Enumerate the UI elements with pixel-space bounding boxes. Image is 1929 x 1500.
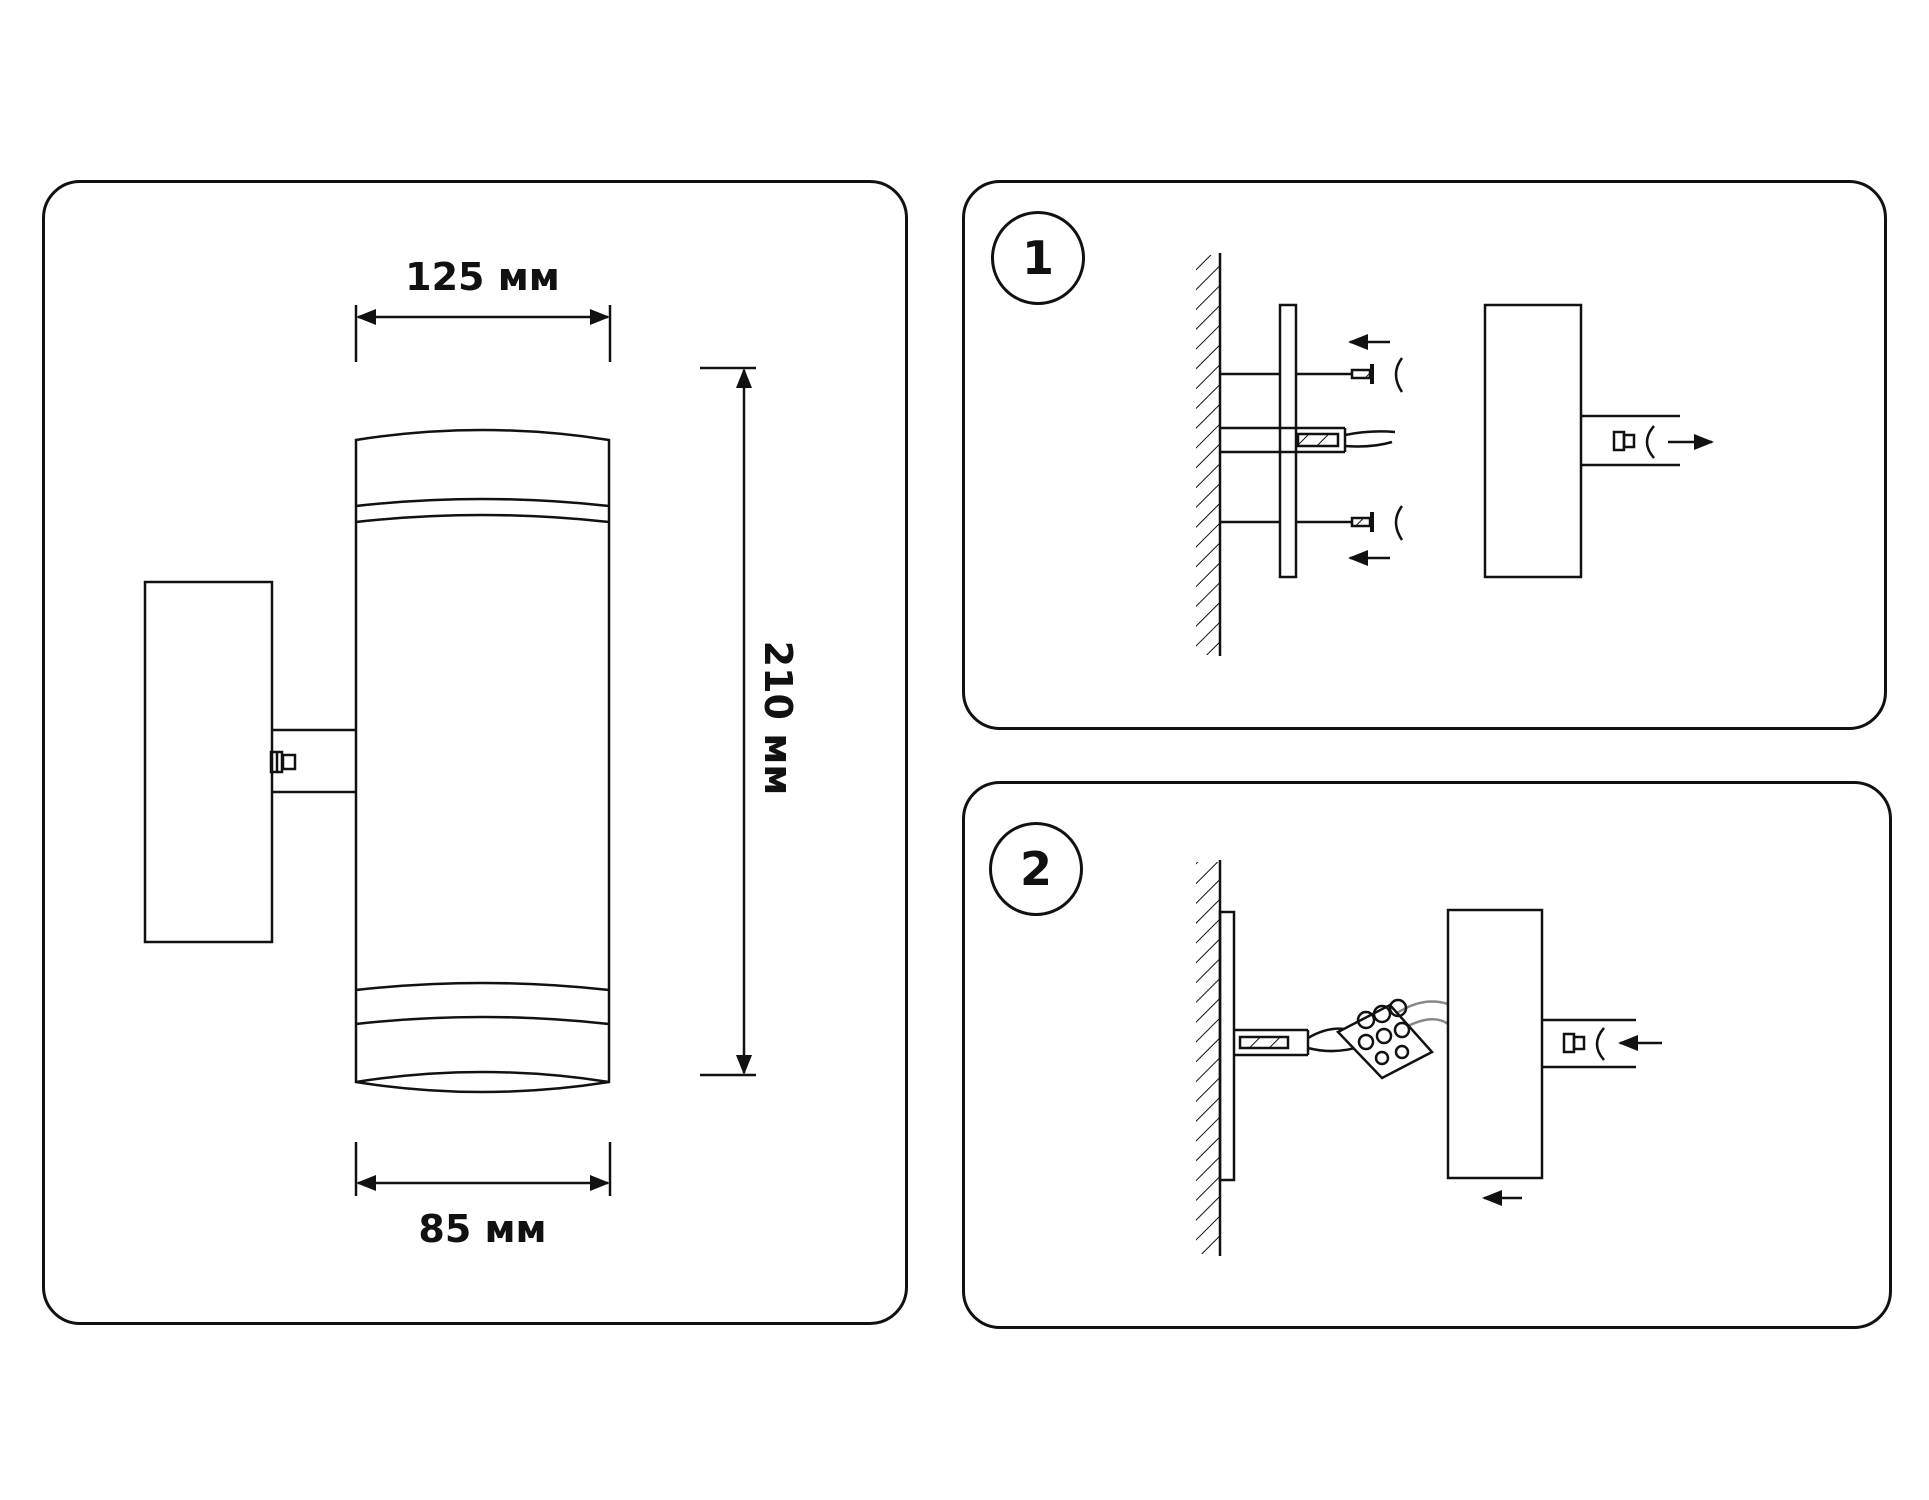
rotate-icon xyxy=(1394,505,1404,541)
rotate-icon xyxy=(1595,1027,1605,1061)
mounting-plate xyxy=(1218,910,1236,1182)
wall-hatching xyxy=(1196,862,1220,1254)
width-top-label: 125 мм xyxy=(405,255,560,299)
step-2-badge: 2 xyxy=(989,822,1083,916)
cylinder-body xyxy=(354,428,611,1094)
nut-icon xyxy=(1612,430,1626,452)
rotate-icon xyxy=(1645,425,1655,459)
step-1-badge: 1 xyxy=(991,211,1085,305)
wall-plate xyxy=(143,580,274,944)
lamp-body xyxy=(1446,908,1544,1180)
step-1-drawing xyxy=(1196,253,1714,656)
dimension-lines xyxy=(354,305,756,1196)
wall-hatching xyxy=(1196,255,1220,655)
dimensions-panel xyxy=(42,180,908,1325)
nut-icon xyxy=(1562,1032,1576,1054)
step-2-drawing xyxy=(1196,860,1662,1256)
step-1-panel xyxy=(962,180,1887,730)
screw-icon xyxy=(1350,368,1372,380)
rotate-icon xyxy=(1394,357,1404,393)
width-bottom-label: 85 мм xyxy=(418,1207,547,1251)
height-label: 210 мм xyxy=(756,640,800,796)
lamp-body xyxy=(1483,303,1583,579)
screw-icon xyxy=(1350,516,1372,528)
mounting-plate xyxy=(1278,303,1298,579)
terminal-block xyxy=(1335,1003,1435,1080)
lamp-front-view xyxy=(143,428,611,1094)
